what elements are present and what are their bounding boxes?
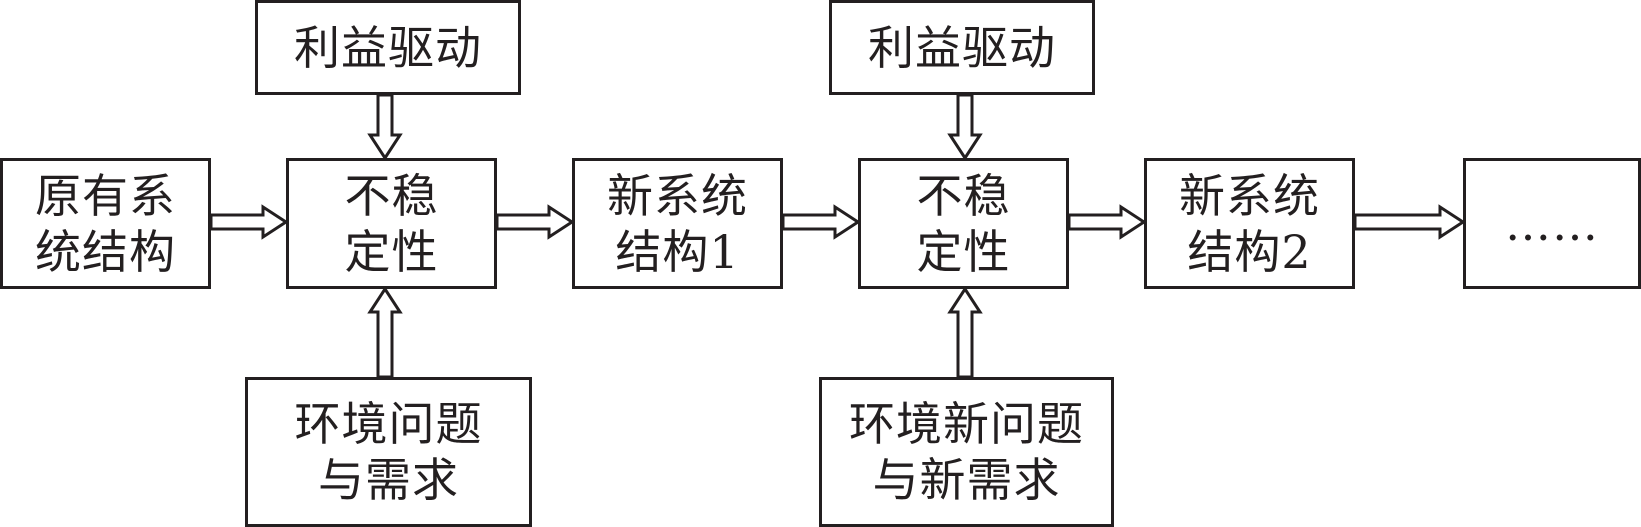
new-structure-label-line-1: 新系统 [607, 168, 748, 223]
new-structure-label-line-2: 结构1 [615, 224, 740, 279]
environment-needs-box-2: 环境新问题 与新需求 [819, 377, 1114, 527]
original-structure-label-line-2: 统结构 [35, 224, 176, 279]
new-structure-box-2: 新系统 结构2 [1144, 158, 1355, 289]
arrow-new-structure-1-to-instability-2 [781, 204, 861, 240]
instability-box-2: 不稳 定性 [858, 158, 1069, 289]
environment-needs-label-line-1: 环境问题 [294, 397, 483, 451]
environment-needs-label-line-2: 与新需求 [872, 453, 1061, 507]
arrow-env-needs-1-to-instability-1 [367, 286, 403, 379]
environment-needs-label-line-1: 环境新问题 [849, 397, 1084, 451]
arrow-interest-driver-1-to-instability-1 [367, 93, 403, 161]
arrow-interest-driver-2-to-instability-2 [947, 93, 983, 161]
interest-driver-label: 利益驱动 [294, 20, 482, 75]
continuation-box: …… [1463, 158, 1641, 289]
instability-label-line-1: 不稳 [344, 168, 439, 223]
environment-needs-box-1: 环境问题 与需求 [245, 377, 532, 527]
interest-driver-box-2: 利益驱动 [829, 0, 1095, 95]
new-structure-label-line-1: 新系统 [1179, 168, 1320, 223]
arrow-env-needs-2-to-instability-2 [947, 286, 983, 379]
arrow-original-to-instability-1 [209, 204, 289, 240]
arrow-instability-2-to-new-structure-2 [1067, 204, 1147, 240]
new-structure-box-1: 新系统 结构1 [572, 158, 783, 289]
instability-label-line-2: 定性 [344, 224, 439, 279]
original-structure-label-line-1: 原有系 [35, 168, 176, 223]
arrow-new-structure-2-to-continuation [1353, 204, 1466, 240]
new-structure-label-line-2: 结构2 [1187, 224, 1312, 279]
ellipsis-label: …… [1505, 196, 1599, 251]
instability-box-1: 不稳 定性 [286, 158, 497, 289]
instability-label-line-1: 不稳 [916, 168, 1011, 223]
environment-needs-label-line-2: 与需求 [318, 453, 459, 507]
instability-label-line-2: 定性 [916, 224, 1011, 279]
arrow-instability-1-to-new-structure-1 [495, 204, 575, 240]
interest-driver-box-1: 利益驱动 [255, 0, 521, 95]
original-structure-box: 原有系 统结构 [0, 158, 211, 289]
interest-driver-label: 利益驱动 [868, 20, 1056, 75]
